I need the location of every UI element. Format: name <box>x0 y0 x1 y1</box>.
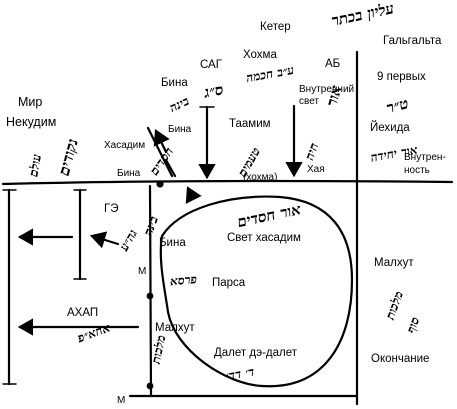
label-parsa: Парса <box>212 277 246 289</box>
hebrew-binah-mid: בינה <box>141 214 161 238</box>
hebrew-ohr-hasadim: אור חסדים <box>236 200 303 231</box>
arrow-icon <box>185 186 202 204</box>
hebrew-hasadim-tilt: חסדים <box>147 145 176 178</box>
arrow-icon <box>153 129 170 154</box>
dot-icon <box>146 292 154 300</box>
label-dalet: Далет дэ-далет <box>214 347 298 359</box>
hebrew-dalet: ד׳ דד׳ <box>225 365 255 384</box>
label-hasadim-small: Хасадим <box>104 140 145 151</box>
label-taamim: Таамим <box>229 118 271 130</box>
label-binah-mid: Бина <box>159 237 186 249</box>
label-hohma: Хохма <box>243 49 277 61</box>
label-devyat-pervyh: 9 первых <box>377 71 426 83</box>
hebrew-malhut-vert: מלכות <box>148 334 168 366</box>
label-binah-left: Бина <box>117 168 141 179</box>
hebrew-hohma: ע״ב חכמה <box>245 63 295 85</box>
dot-icon <box>156 180 164 188</box>
dot-icon <box>146 382 154 390</box>
hebrew-sag: ס״ג <box>202 81 225 102</box>
label-haya: Хая <box>307 164 325 175</box>
binah-diagonal <box>146 126 174 178</box>
label-vnutr-svet-2: свет <box>299 96 319 107</box>
label-vnutrennost-2: ность <box>404 165 430 176</box>
label-sag: САГ <box>200 59 223 71</box>
hebrew-malhut-right: מלכות <box>383 289 406 322</box>
label-keter: Кетер <box>260 21 291 33</box>
svet-hasadim-ellipse <box>159 195 354 388</box>
label-malhut-right: Малхут <box>374 257 414 269</box>
label-ab: АБ <box>325 58 340 70</box>
hebrew-sof: סוף <box>404 315 423 335</box>
hebrew-nekudim: נקודים <box>55 137 82 178</box>
label-galgalta: Гальгальта <box>383 35 442 47</box>
tabur-line <box>1 179 454 186</box>
arrow-icon <box>89 231 120 249</box>
hebrew-binah: בינה <box>167 94 191 115</box>
label-vnutr-svet-1: Внутренний <box>299 84 354 95</box>
hebrew-ahap: אחא״פ <box>75 321 113 346</box>
label-yehida: Йехида <box>370 121 410 134</box>
label-binah-small: Бина <box>168 124 192 135</box>
label-vnutrennost-1: Внутрен- <box>404 152 446 163</box>
label-m-upper: М <box>138 266 146 277</box>
label-ahap: АХАП <box>67 307 98 319</box>
label-m-lower: М <box>117 395 125 406</box>
hebrew-ge: גה״ע <box>116 227 140 254</box>
label-malhut-left: Малхут <box>155 322 195 334</box>
malhut-vertical-line <box>148 184 153 398</box>
label-ge: ГЭ <box>104 203 119 215</box>
label-nekudim: Некудим <box>6 115 56 129</box>
hebrew-keter: עליון בכתר <box>330 0 396 30</box>
hebrew-haya: חיה <box>302 141 321 162</box>
label-svet-hasadim: Свет хасадим <box>227 232 301 244</box>
hebrew-tet-reish: ט״ר <box>384 94 410 117</box>
hebrew-parsa: פרסא <box>168 272 197 288</box>
label-binah-top: Бина <box>161 77 188 89</box>
hebrew-ohr: אור <box>323 83 346 108</box>
label-hohma-paren: (хохма) <box>243 172 277 183</box>
label-okonchanie: Окончание <box>371 353 429 365</box>
label-mir: Мир <box>18 95 42 109</box>
hebrew-olam: עולם <box>26 153 44 178</box>
